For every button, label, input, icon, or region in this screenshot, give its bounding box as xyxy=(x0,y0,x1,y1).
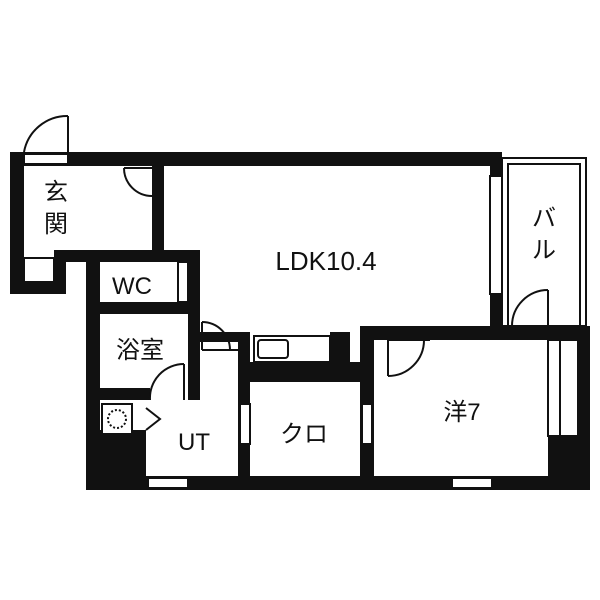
doors xyxy=(23,114,549,401)
western-room-label: 洋7 xyxy=(443,399,480,426)
interior-walls xyxy=(100,166,590,490)
utility-label: UT xyxy=(178,429,210,456)
entrance-label-line2: 関 xyxy=(44,211,68,238)
entrance-label-line1: 玄 xyxy=(44,179,68,206)
windows xyxy=(23,153,587,489)
balcony-label-line2: ル xyxy=(532,237,556,264)
wc-label: WC xyxy=(112,273,152,300)
fixtures xyxy=(101,335,331,435)
balcony-label-line1: バ xyxy=(532,205,556,232)
ldk-label: LDK10.4 xyxy=(275,246,376,276)
outer-walls xyxy=(10,152,590,490)
bath-label: 浴室 xyxy=(116,337,164,364)
closet-label: クロ xyxy=(280,421,328,448)
room-labels: 玄 関 LDK10.4 バ ル WC 浴室 UT クロ 洋7 xyxy=(44,179,556,456)
